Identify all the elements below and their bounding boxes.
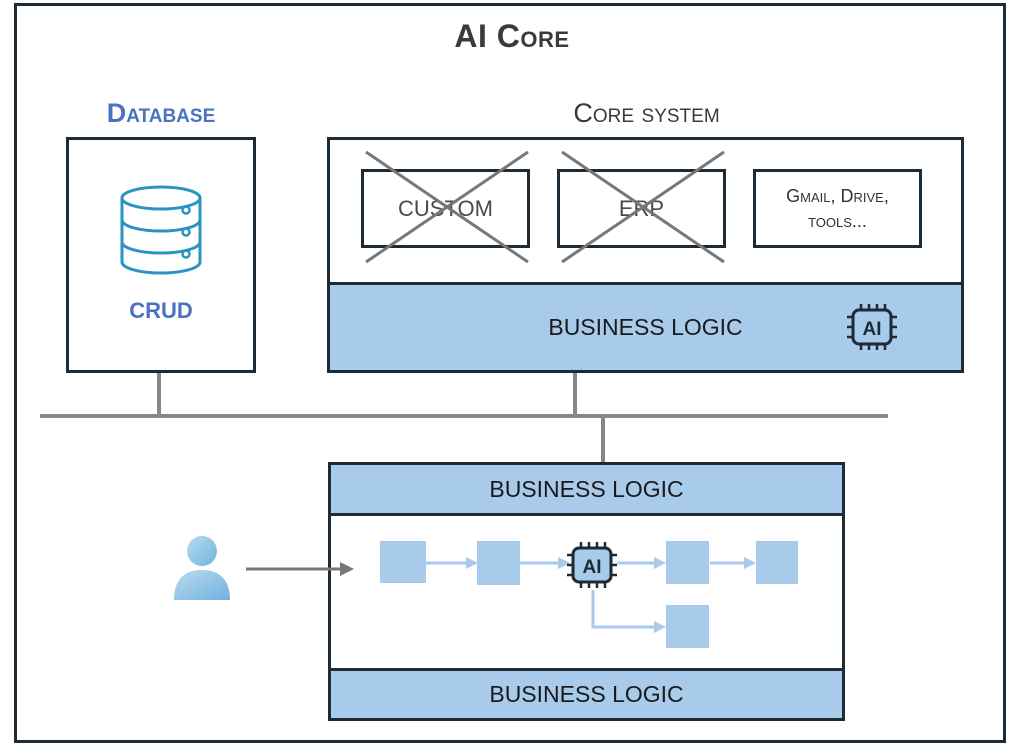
workflow-step-branch — [666, 605, 709, 648]
core-business-logic-label: BUSINESS LOGIC — [548, 314, 743, 340]
custom-module: CUSTOM — [361, 169, 530, 248]
workflow-ai-chip-icon: AI — [567, 542, 617, 588]
ai-chip-label: AI — [863, 319, 882, 340]
tools-module: Gmail, Drive, tools... — [753, 169, 922, 248]
bottom-bottom-business-logic-label: BUSINESS LOGIC — [489, 681, 684, 707]
bottom-bottom-business-logic: BUSINESS LOGIC — [328, 668, 845, 721]
bottom-top-business-logic-label: BUSINESS LOGIC — [489, 475, 684, 502]
workflow-ai-chip-label: AI — [583, 557, 602, 578]
crud-label: CRUD — [129, 298, 193, 323]
user-icon — [174, 536, 230, 600]
workflow-step-5 — [756, 541, 798, 584]
page-title: AI Core — [454, 18, 570, 54]
core-system-label: Core system — [573, 98, 720, 128]
outer-frame — [14, 3, 1006, 743]
user-arrow — [246, 562, 354, 576]
bottom-top-business-logic: BUSINESS LOGIC — [328, 462, 845, 516]
workflow-step-4 — [666, 541, 709, 584]
workflow-step-2 — [477, 541, 520, 585]
database-label: Database — [106, 98, 216, 128]
core-business-logic: BUSINESS LOGIC — [327, 282, 964, 373]
database-box — [66, 137, 256, 373]
erp-cross-icon — [561, 150, 725, 264]
tools-module-label-line1: Gmail, Drive, — [786, 186, 889, 207]
custom-cross-icon — [365, 150, 529, 264]
tools-module-label-line2: tools... — [808, 210, 867, 231]
workflow-step-1 — [380, 541, 426, 583]
database-icon — [120, 185, 202, 275]
ai-chip-icon: AI — [847, 304, 897, 350]
